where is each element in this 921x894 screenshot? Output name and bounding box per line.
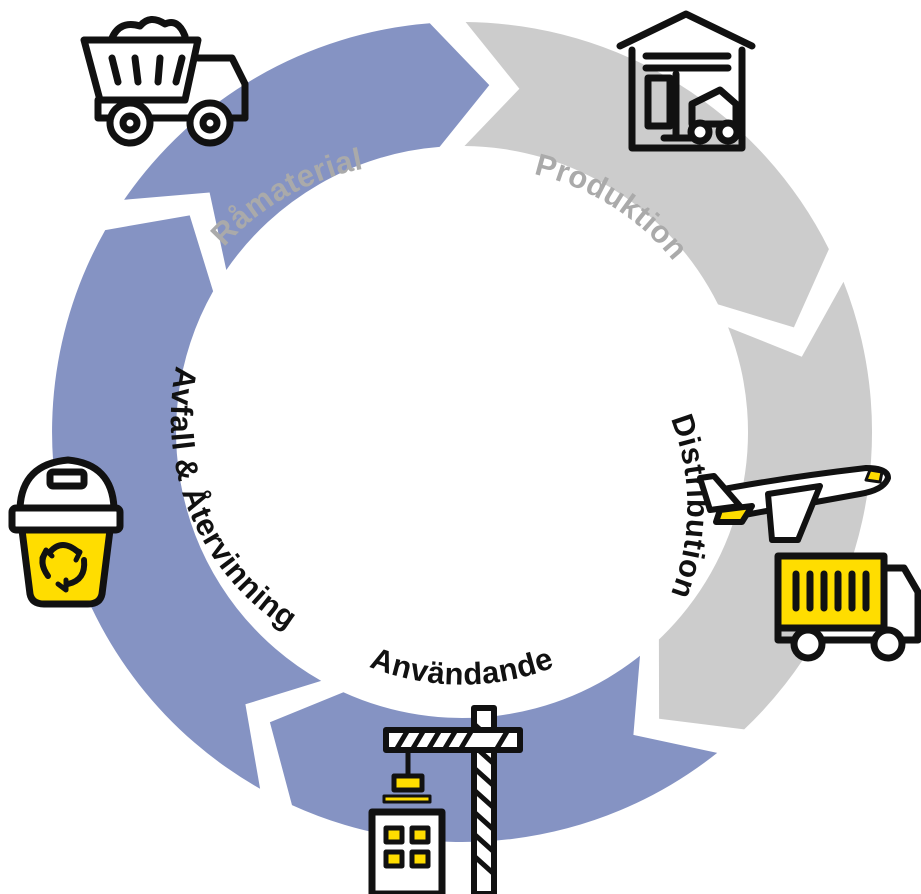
construction-crane-icon <box>368 705 523 894</box>
airplane-icon <box>697 465 891 543</box>
warehouse-forklift-icon <box>616 10 756 152</box>
ring-segment-anvandande <box>52 215 322 789</box>
delivery-truck-icon <box>774 552 921 662</box>
dump-truck-icon <box>80 16 249 147</box>
ring-segment-ramaterial <box>464 22 829 328</box>
ring-segment-avfall-atervinning <box>124 23 490 270</box>
recycling-bin-icon <box>8 456 124 608</box>
segment-label-anvandande: Användande <box>366 640 557 691</box>
